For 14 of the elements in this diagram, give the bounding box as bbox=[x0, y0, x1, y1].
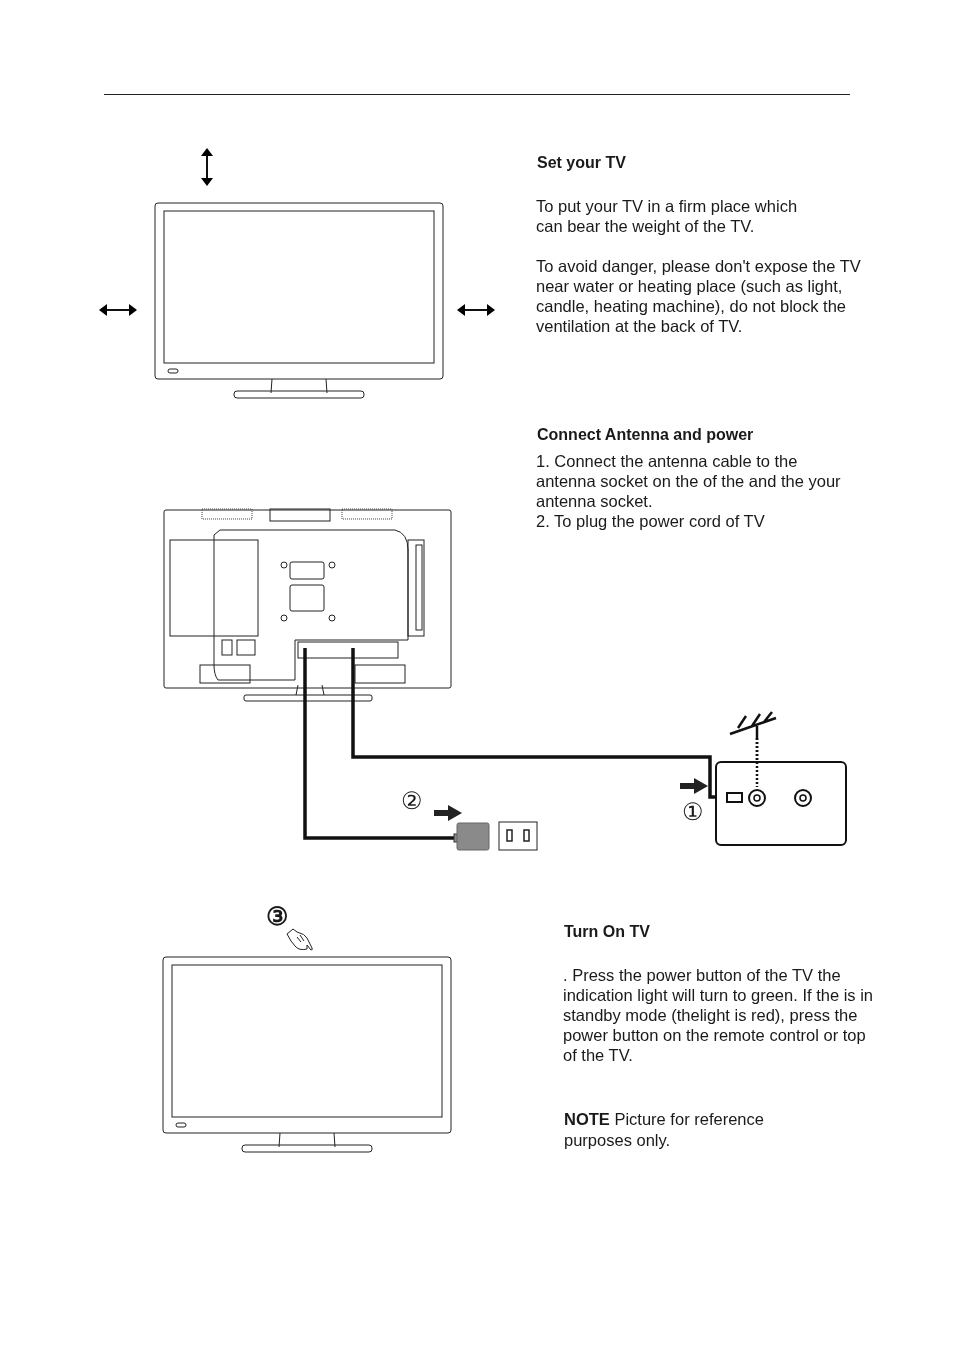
callout-number: ② bbox=[401, 789, 423, 813]
callout-number: ③ bbox=[266, 904, 288, 929]
instruction-text: . Press the power button of the TV the indication light will turn to green. If the is in standby mode (thelight is red), press the power button on the remote control or top of the TV. bbox=[563, 965, 874, 1065]
instruction-text: 2. To plug the power cord of TV bbox=[536, 511, 766, 531]
instruction-text: To put your TV in a firm place which can bear the weight of the TV. bbox=[536, 196, 799, 236]
section-heading: Set your TV bbox=[537, 153, 627, 173]
section-heading: Connect Antenna and power bbox=[537, 425, 755, 445]
section-heading: Turn On TV bbox=[564, 922, 651, 942]
cable bbox=[303, 703, 454, 840]
instruction-text: To avoid danger, please don't expose the TV near water or heating place (such as light, candle, heating machine), do not block the ventilation at the back of TV. bbox=[536, 256, 862, 336]
callout-number: ① bbox=[682, 800, 704, 824]
instruction-text: NOTE Picture for reference purposes only. bbox=[564, 1109, 765, 1151]
cable bbox=[351, 703, 716, 799]
instruction-text: 1. Connect the antenna cable to the antenna socket on the of the and the your antenna socket. bbox=[536, 451, 842, 511]
